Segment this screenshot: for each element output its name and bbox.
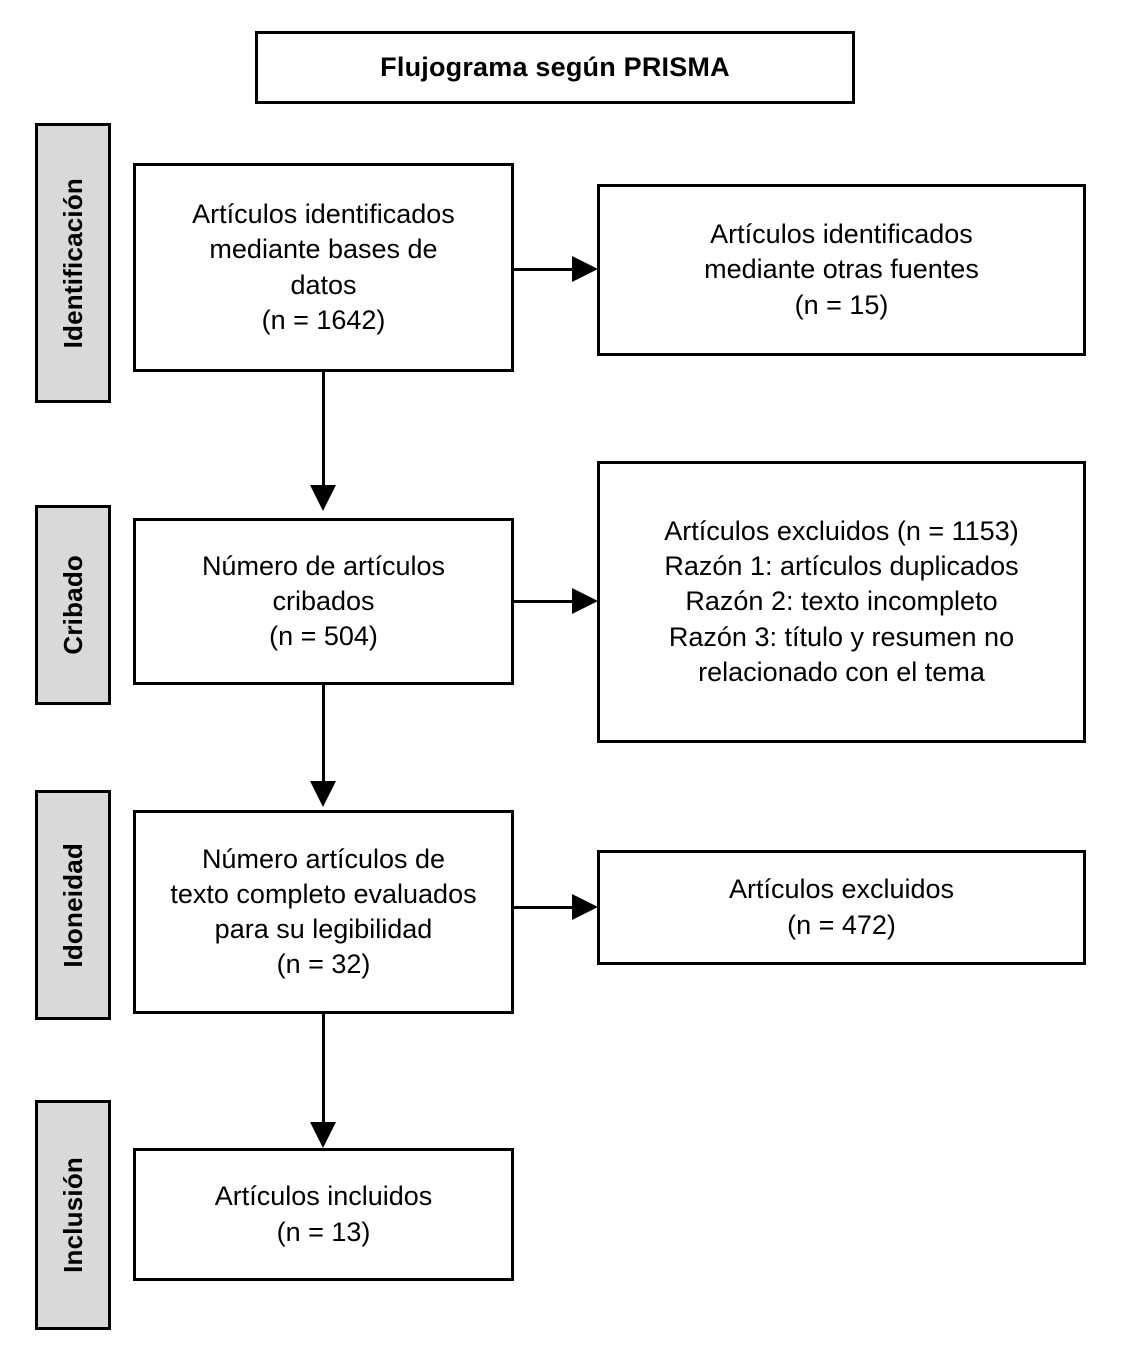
- box-identified-databases-line-3: datos: [290, 269, 357, 300]
- connector-screened-to-excluded-line: [514, 600, 574, 603]
- connector-fulltext-to-included-arrow-icon: [310, 1122, 336, 1148]
- box-identified-other-sources-line-2: mediante otras fuentes: [704, 254, 979, 285]
- connector-identified-to-screened-arrow-icon: [310, 485, 336, 511]
- box-fulltext-assessed-line-2: texto completo evaluados: [170, 878, 477, 909]
- stage-label-identificacion: Identificación: [35, 123, 111, 403]
- box-identified-databases-line-4: (n = 1642): [261, 304, 386, 335]
- box-identified-other-sources: Artículos identificados mediante otras f…: [597, 184, 1086, 356]
- box-excluded-eligibility-line-2: (n = 472): [787, 909, 896, 940]
- connector-fulltext-to-included-line: [322, 1014, 325, 1126]
- box-fulltext-assessed-line-1: Número artículos de: [201, 843, 446, 874]
- box-excluded-screening-line-3: Razón 2: texto incompleto: [685, 586, 998, 617]
- box-excluded-screening: Artículos excluidos (n = 1153) Razón 1: …: [597, 461, 1086, 743]
- box-excluded-eligibility: Artículos excluidos (n = 472): [597, 850, 1086, 965]
- stage-label-inclusion: Inclusión: [35, 1100, 111, 1330]
- stage-label-idoneidad: Idoneidad: [35, 790, 111, 1020]
- box-fulltext-assessed-line-4: (n = 32): [276, 949, 371, 980]
- diagram-title: Flujograma según PRISMA: [380, 52, 730, 82]
- connector-screened-to-fulltext-arrow-icon: [310, 781, 336, 807]
- box-screened: Número de artículos cribados (n = 504): [133, 518, 514, 685]
- box-excluded-screening-line-2: Razón 1: artículos duplicados: [664, 551, 1019, 582]
- box-identified-databases-line-2: mediante bases de: [209, 234, 438, 265]
- connector-screened-to-fulltext-line: [322, 685, 325, 785]
- stage-label-inclusion-text: Inclusión: [57, 1157, 88, 1273]
- connector-screened-to-excluded-arrow-icon: [572, 588, 598, 614]
- box-fulltext-assessed: Número artículos de texto completo evalu…: [133, 810, 514, 1014]
- box-excluded-eligibility-line-1: Artículos excluidos: [728, 874, 955, 905]
- box-included-line-1: Artículos incluidos: [214, 1181, 433, 1212]
- box-included: Artículos incluidos (n = 13): [133, 1148, 514, 1281]
- box-fulltext-assessed-line-3: para su legibilidad: [214, 914, 433, 944]
- box-included-line-2: (n = 13): [276, 1216, 371, 1247]
- box-excluded-screening-line-5: relacionado con el tema: [698, 656, 985, 687]
- connector-identified-to-screened-line: [322, 372, 325, 488]
- box-excluded-screening-line-1: Artículos excluidos (n = 1153): [664, 516, 1019, 547]
- stage-label-cribado: Cribado: [35, 505, 111, 705]
- box-identified-databases: Artículos identificados mediante bases d…: [133, 163, 514, 372]
- box-identified-other-sources-line-1: Artículos identificados: [710, 219, 973, 250]
- box-identified-other-sources-line-3: (n = 15): [794, 289, 889, 320]
- box-screened-line-1: Número de artículos: [201, 550, 446, 581]
- stage-label-cribado-text: Cribado: [57, 555, 88, 655]
- box-excluded-screening-line-4: Razón 3: título y resumen no: [668, 621, 1015, 652]
- connector-fulltext-to-excluded-line: [514, 906, 574, 909]
- connector-identified-to-other-sources-arrow-icon: [572, 256, 598, 282]
- stage-label-identificacion-text: Identificación: [57, 177, 88, 349]
- box-identified-databases-line-1: Artículos identificados: [192, 199, 455, 230]
- stage-label-idoneidad-text: Idoneidad: [57, 842, 88, 968]
- connector-fulltext-to-excluded-arrow-icon: [572, 894, 598, 920]
- box-screened-line-2: cribados: [272, 585, 375, 616]
- connector-identified-to-other-sources-line: [514, 268, 574, 271]
- diagram-title-box: Flujograma según PRISMA: [255, 31, 855, 104]
- box-screened-line-3: (n = 504): [269, 621, 378, 652]
